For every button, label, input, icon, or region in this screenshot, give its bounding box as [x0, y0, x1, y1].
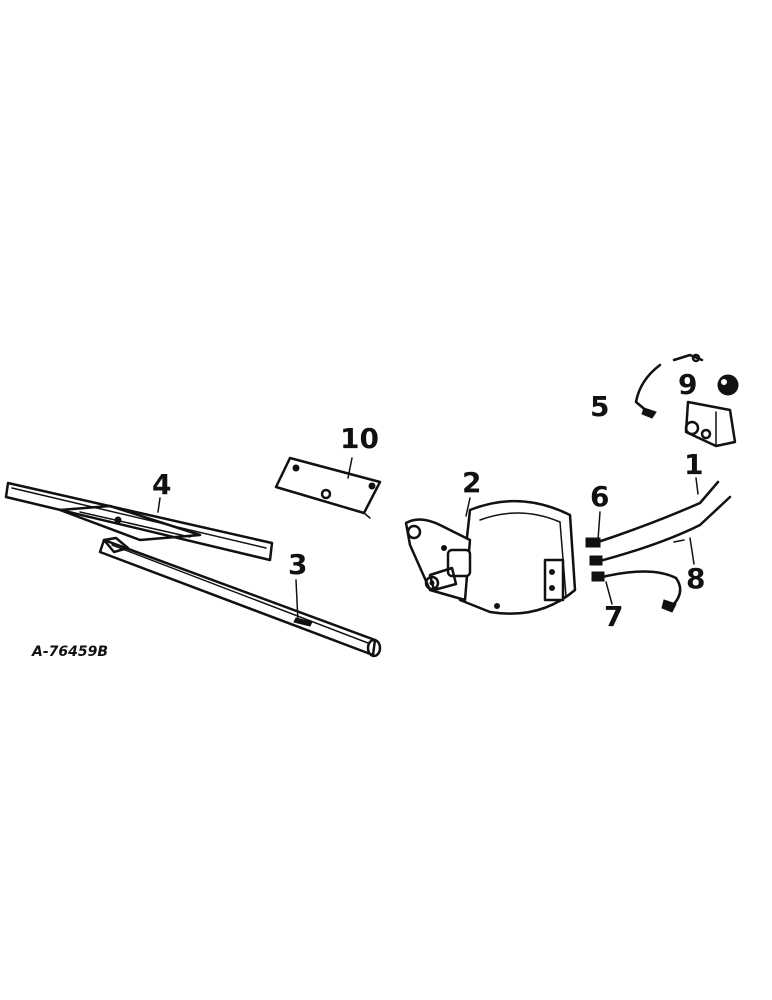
callout-5: 5 — [590, 390, 609, 423]
callout-1: 1 — [684, 448, 703, 481]
wire-part-6 — [585, 480, 720, 548]
leader-lines — [157, 457, 699, 623]
callout-3: 3 — [288, 548, 307, 581]
wire-part-7 — [591, 570, 682, 613]
wire-part-5 — [634, 353, 704, 419]
callout-6: 6 — [590, 480, 609, 513]
switch-part-1 — [684, 400, 737, 448]
callout-4: 4 — [152, 468, 171, 501]
callout-8: 8 — [686, 562, 705, 595]
wiper-motor-part-2 — [404, 499, 577, 615]
callout-10: 10 — [340, 422, 379, 455]
callout-2: 2 — [462, 466, 481, 499]
wire-part-8 — [589, 495, 732, 566]
wiper-blade-part-4 — [4, 481, 274, 562]
callout-9: 9 — [678, 368, 697, 401]
mounting-bracket-part-10 — [274, 456, 382, 519]
reference-code: A-76459B — [31, 644, 108, 660]
knob-part-9 — [717, 374, 739, 396]
callout-7: 7 — [604, 600, 623, 633]
wiper-arm-part-3 — [98, 536, 382, 658]
